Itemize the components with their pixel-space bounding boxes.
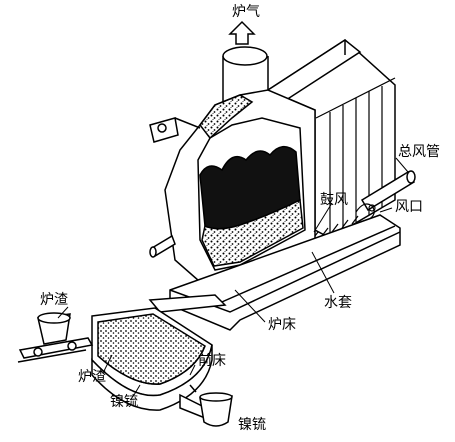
label-main-air-pipe: 总风管 (398, 144, 440, 160)
label-matte-bottom: 镍锍 (238, 417, 266, 433)
label-slag-inside: 炉渣 (78, 369, 106, 385)
label-hearth: 炉床 (268, 317, 296, 333)
rail-cart-icon (17, 312, 94, 363)
hoist-icon (149, 117, 201, 143)
label-blast: 鼓风 (320, 192, 348, 208)
label-tuyere: 风口 (395, 199, 423, 215)
label-slag-left: 炉渣 (40, 292, 68, 308)
water-jacket-panels (315, 77, 396, 236)
side-rod (149, 234, 176, 258)
forehearth (91, 307, 213, 422)
furnace-shaft (164, 89, 316, 296)
leader-lines (57, 157, 409, 396)
furnace-upper-box (266, 39, 396, 239)
launder (148, 294, 227, 313)
main-air-pipe (360, 170, 416, 212)
label-forehearth: 前床 (198, 353, 226, 369)
ladle-icon (189, 384, 233, 427)
label-furnace-gas: 炉气 (232, 4, 260, 20)
label-matte-inside: 镍锍 (110, 394, 138, 410)
up-arrow-icon (228, 20, 256, 45)
label-water-jacket: 水套 (324, 295, 352, 311)
